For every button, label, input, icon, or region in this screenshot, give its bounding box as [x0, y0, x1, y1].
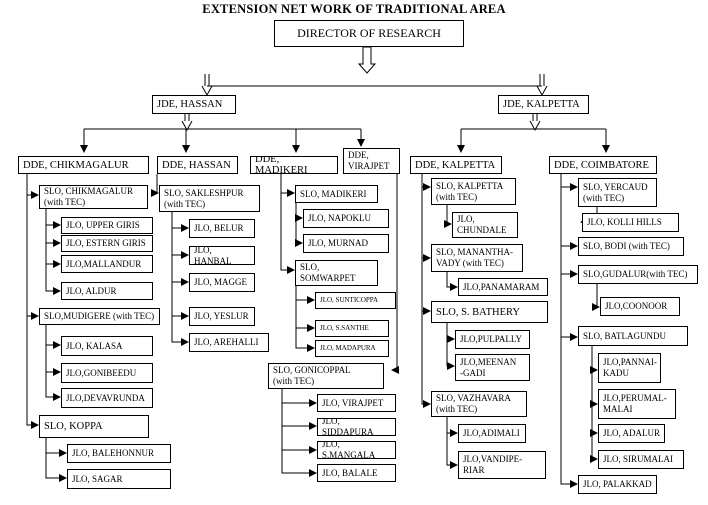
jlo-coonoor: JLO,COONOOR: [600, 297, 680, 316]
dde-virajpet: DDE, VIRAJPET: [343, 148, 400, 174]
jlo-s-mangala: JLO, S.MANGALA: [317, 441, 396, 459]
dde-chikmagalur: DDE, CHIKMAGALUR: [18, 156, 149, 174]
slo-koppa: SLO, KOPPA: [39, 415, 149, 438]
dde-kalpetta: DDE, KALPETTA: [410, 156, 502, 174]
jlo-kalasa: JLO, KALASA: [61, 336, 153, 356]
jlo-yeslur: JLO, YESLUR: [189, 307, 255, 326]
jde-hassan-down-hollow-arrow: [181, 114, 193, 132]
jlo-madapura: JLO, MADAPURA: [315, 340, 389, 357]
jlo-upper-giris: JLO, UPPER GIRIS: [61, 217, 153, 234]
slo-batlagundu: SLO, BATLAGUNDU: [578, 326, 688, 346]
jlo-aldur: JLO, ALDUR: [61, 282, 153, 300]
jlo-sunticoppa: JLO, SUNTICOPPA: [315, 292, 396, 309]
jlo-devavrunda: JLO,DEVAVRUNDA: [61, 388, 153, 408]
jlo-adalur: JLO, ADALUR: [598, 424, 665, 443]
jlo-magge: JLO, MAGGE: [189, 273, 255, 292]
slo-mananthavady: SLO, MANANTHA- VADY (with TEC): [431, 244, 523, 272]
jlo-panamaram: JLO,PANAMARAM: [458, 278, 548, 296]
jlo-mallandur: JLO,MALLANDUR: [61, 255, 153, 273]
jlo-kolli-hills: JLO, KOLLI HILLS: [582, 213, 679, 232]
jlo-balale: JLO, BALALE: [317, 464, 396, 482]
jlo-gonibeedu: JLO,GONIBEEDU: [61, 363, 153, 383]
dde-coimbatore: DDE, COIMBATORE: [549, 156, 657, 174]
root-hollow-arrow: [357, 46, 377, 74]
slo-gudalur: SLO,GUDALUR(with TEC): [578, 265, 698, 284]
jlo-napoklu: JLO, NAPOKLU: [303, 209, 389, 228]
jlo-s-santhe: JLO, S.SANTHE: [315, 320, 389, 337]
jlo-estern-giris: JLO, ESTERN GIRIS: [61, 235, 153, 252]
jlo-adimali: JLO,ADIMALI: [458, 424, 526, 443]
jlo-pulpally: JLO,PULPALLY: [455, 330, 530, 349]
slo-s-bathery: SLO, S. BATHERY: [431, 301, 548, 323]
jlo-sagar: JLO, SAGAR: [67, 469, 171, 489]
slo-gonicoppal: SLO, GONICOPPAL (with TEC): [268, 363, 384, 389]
jlo-siddapura: JLO, SIDDAPURA: [317, 418, 396, 436]
jde-kalpetta-hollow-arrow: [536, 74, 548, 97]
jlo-chundale: JLO, CHUNDALE: [452, 212, 518, 238]
jlo-perumalmalai: JLO,PERUMAL- MALAI: [598, 389, 676, 419]
dde-madikeri: DDE, MADIKERI: [250, 156, 338, 174]
director-of-research: DIRECTOR OF RESEARCH: [274, 20, 464, 47]
dde-hassan: DDE, HASSAN: [157, 156, 238, 174]
jlo-vandiperiar: JLO,VANDIPE- RIAR: [458, 451, 546, 479]
jde-hassan-hollow-arrow: [201, 74, 213, 97]
jde-hassan: JDE, HASSAN: [152, 95, 236, 114]
jde-kalpetta: JDE, KALPETTA: [498, 95, 589, 114]
slo-mudigere: SLO,MUDIGERE (with TEC): [39, 308, 160, 325]
chart-title: EXTENSION NET WORK OF TRADITIONAL AREA: [202, 2, 506, 16]
slo-madikeri: SLO, MADIKERI: [295, 185, 378, 203]
jlo-palakkad: JLO, PALAKKAD: [578, 475, 657, 494]
jlo-belur: JLO, BELUR: [189, 219, 255, 238]
jlo-murnad: JLO, MURNAD: [303, 234, 389, 253]
slo-kalpetta: SLO, KALPETTA (with TEC): [431, 178, 516, 205]
slo-yercaud: SLO, YERCAUD (with TEC): [578, 178, 657, 207]
jlo-arehalli: JLO, AREHALLI: [189, 333, 269, 352]
slo-bodi: SLO, BODI (with TEC): [578, 237, 684, 256]
slo-sakleshpur: SLO, SAKLESHPUR (with TEC): [159, 185, 260, 212]
slo-chikmagalur: SLO, CHIKMAGALUR (with TEC): [39, 185, 148, 209]
slo-somwarpet: SLO, SOMWARPET: [295, 260, 378, 286]
jlo-virajpet: JLO, VIRAJPET: [317, 394, 396, 412]
jlo-meenangadi: JLO,MEENAN -GADI: [455, 354, 530, 381]
jde-kalpetta-down-hollow-arrow: [529, 114, 541, 132]
slo-vazhavara: SLO, VAZHAVARA (with TEC): [431, 391, 527, 417]
jlo-sirumalai: JLO, SIRUMALAI: [598, 450, 684, 469]
jlo-balehonnur: JLO, BALEHONNUR: [67, 444, 171, 463]
jlo-pannaikadu: JLO,PANNAI- KADU: [598, 353, 661, 383]
jlo-hanbal: JLO, HANBAL: [189, 246, 255, 265]
